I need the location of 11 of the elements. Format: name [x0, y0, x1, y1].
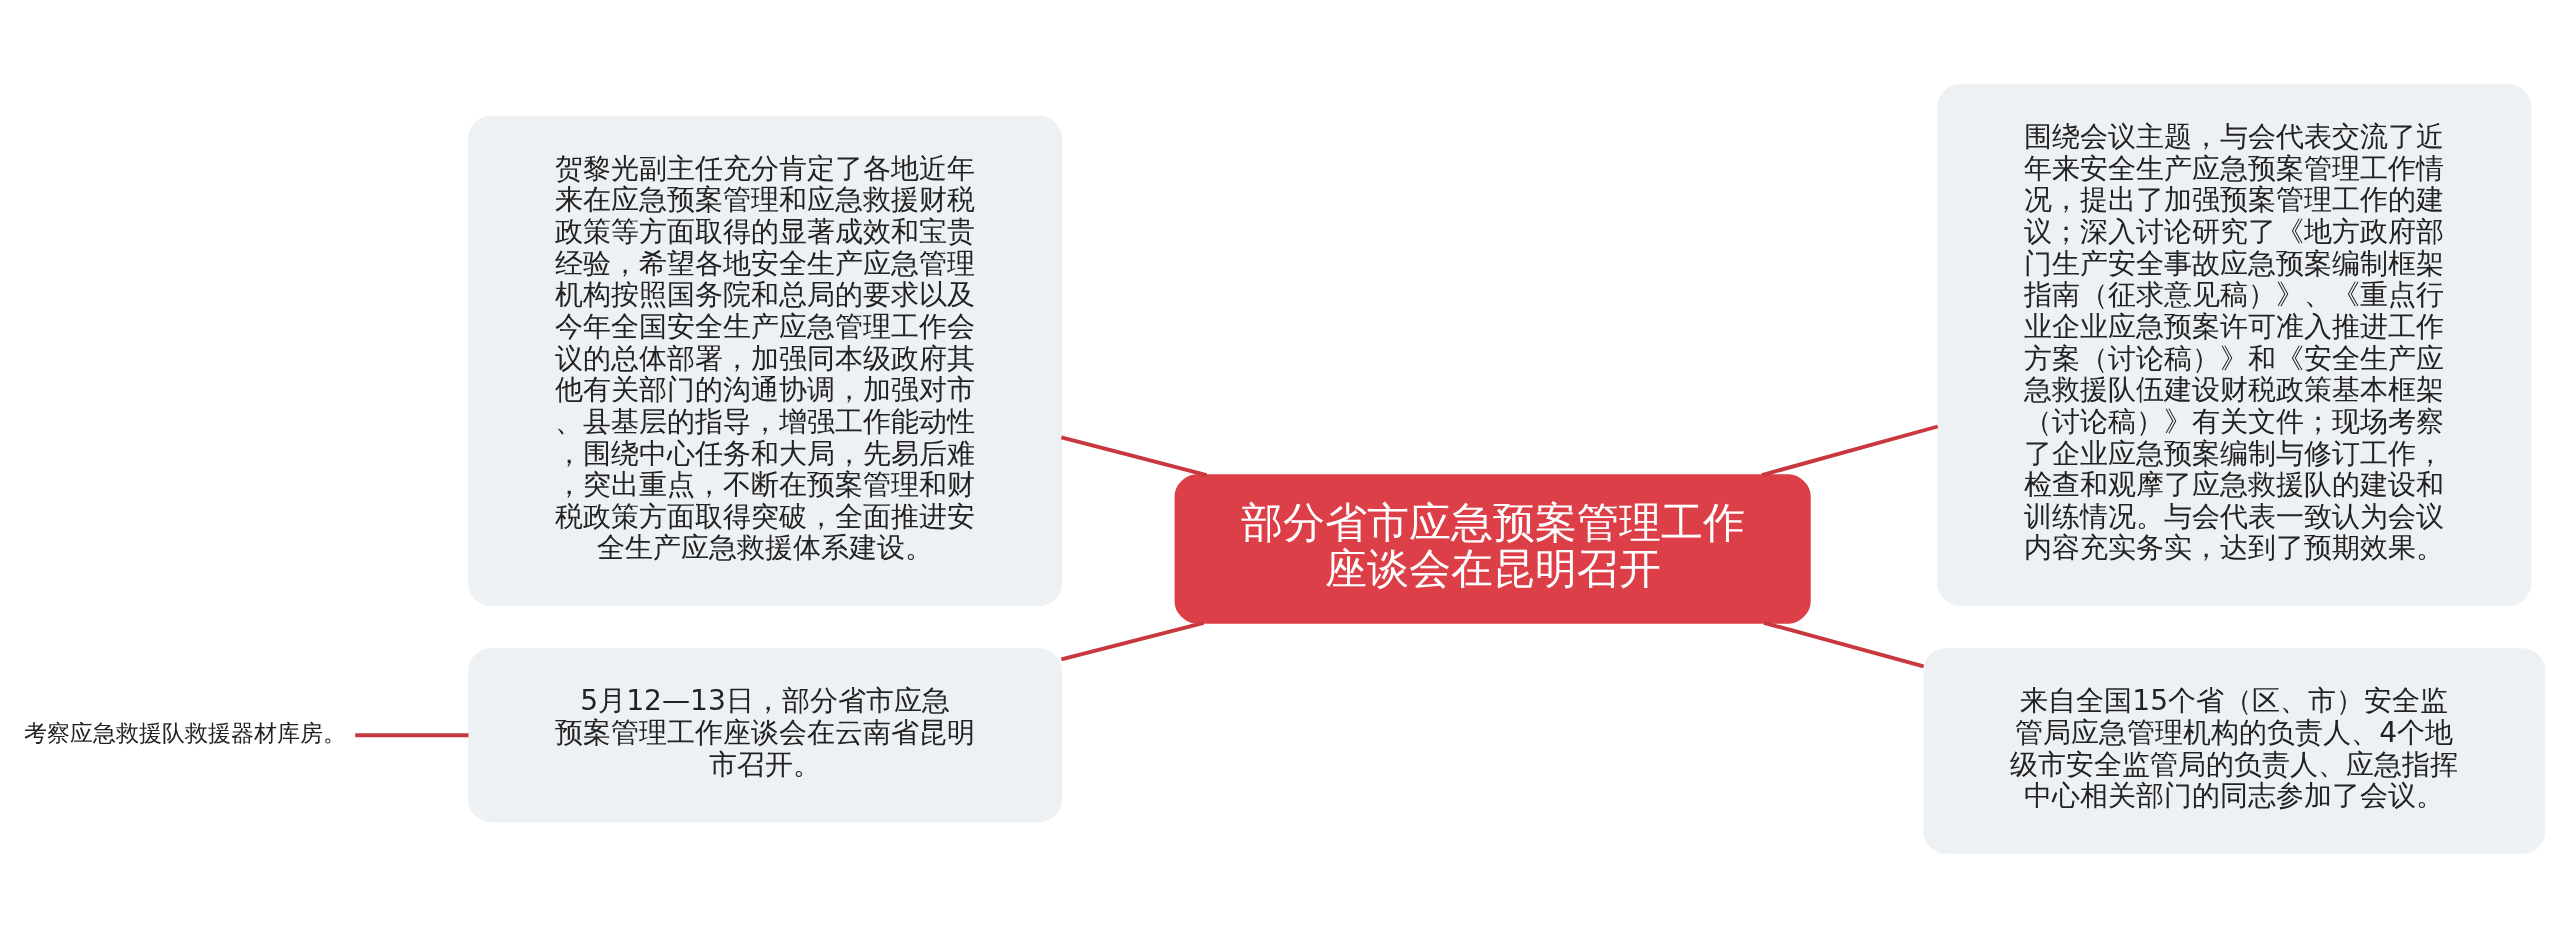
node-box: 5月12—13日，部分省市应急预案管理工作座谈会在云南省昆明市召开。: [468, 647, 1063, 822]
node-text: 考察应急救援队救援器材库房。: [24, 719, 347, 746]
node-box: 部分省市应急预案管理工作座谈会在昆明召开: [1174, 473, 1811, 624]
connector: [1761, 424, 1939, 477]
connector: [1060, 435, 1208, 477]
node-box: 来自全国15个省（区、市）安全监管局应急管理机构的负责人、4个地级市安全监管局的负责人、应急指挥中心相关部门的同志参加了会议。: [1923, 647, 2546, 854]
node-box: 围绕会议主题，与会代表交流了近年来安全生产应急预案管理工作情况，提出了加强预案管理工作的建议；深入讨论研究了《地方政府部门生产安全事故应急预案编制框架指南（征求意见稿）》、《重点行业企业应急预案许可准入推进工作方案（讨论稿）》和《安全生产应急救援队伍建设财税政策基本框架（讨论稿）》有关文件；现场考察了企业应急预案编制与修订工作，检查和观摩了应急救援队的建设和训练情况。与会代表一致认为会议内容充实务实，达到了预期效果。: [1937, 83, 2532, 606]
connector: [1060, 620, 1205, 661]
connector: [1763, 620, 1925, 668]
node-box: 贺黎光副主任充分肯定了各地近年来在应急预案管理和应急救援财税政策等方面取得的显著成效和宝贵经验，希望各地安全生产应急管理机构按照国务院和总局的要求以及今年全国安全生产应急管理工作会议的总体部署，加强同本级政府其他有关部门的沟通协调，加强对市、县基层的指导，增强工作能动性，围绕中心任务和大局，先易后难，突出重点，不断在预案管理和财税政策方面取得突破，全面推进安全生产应急救援体系建设。: [468, 115, 1063, 606]
connector: [355, 732, 469, 737]
